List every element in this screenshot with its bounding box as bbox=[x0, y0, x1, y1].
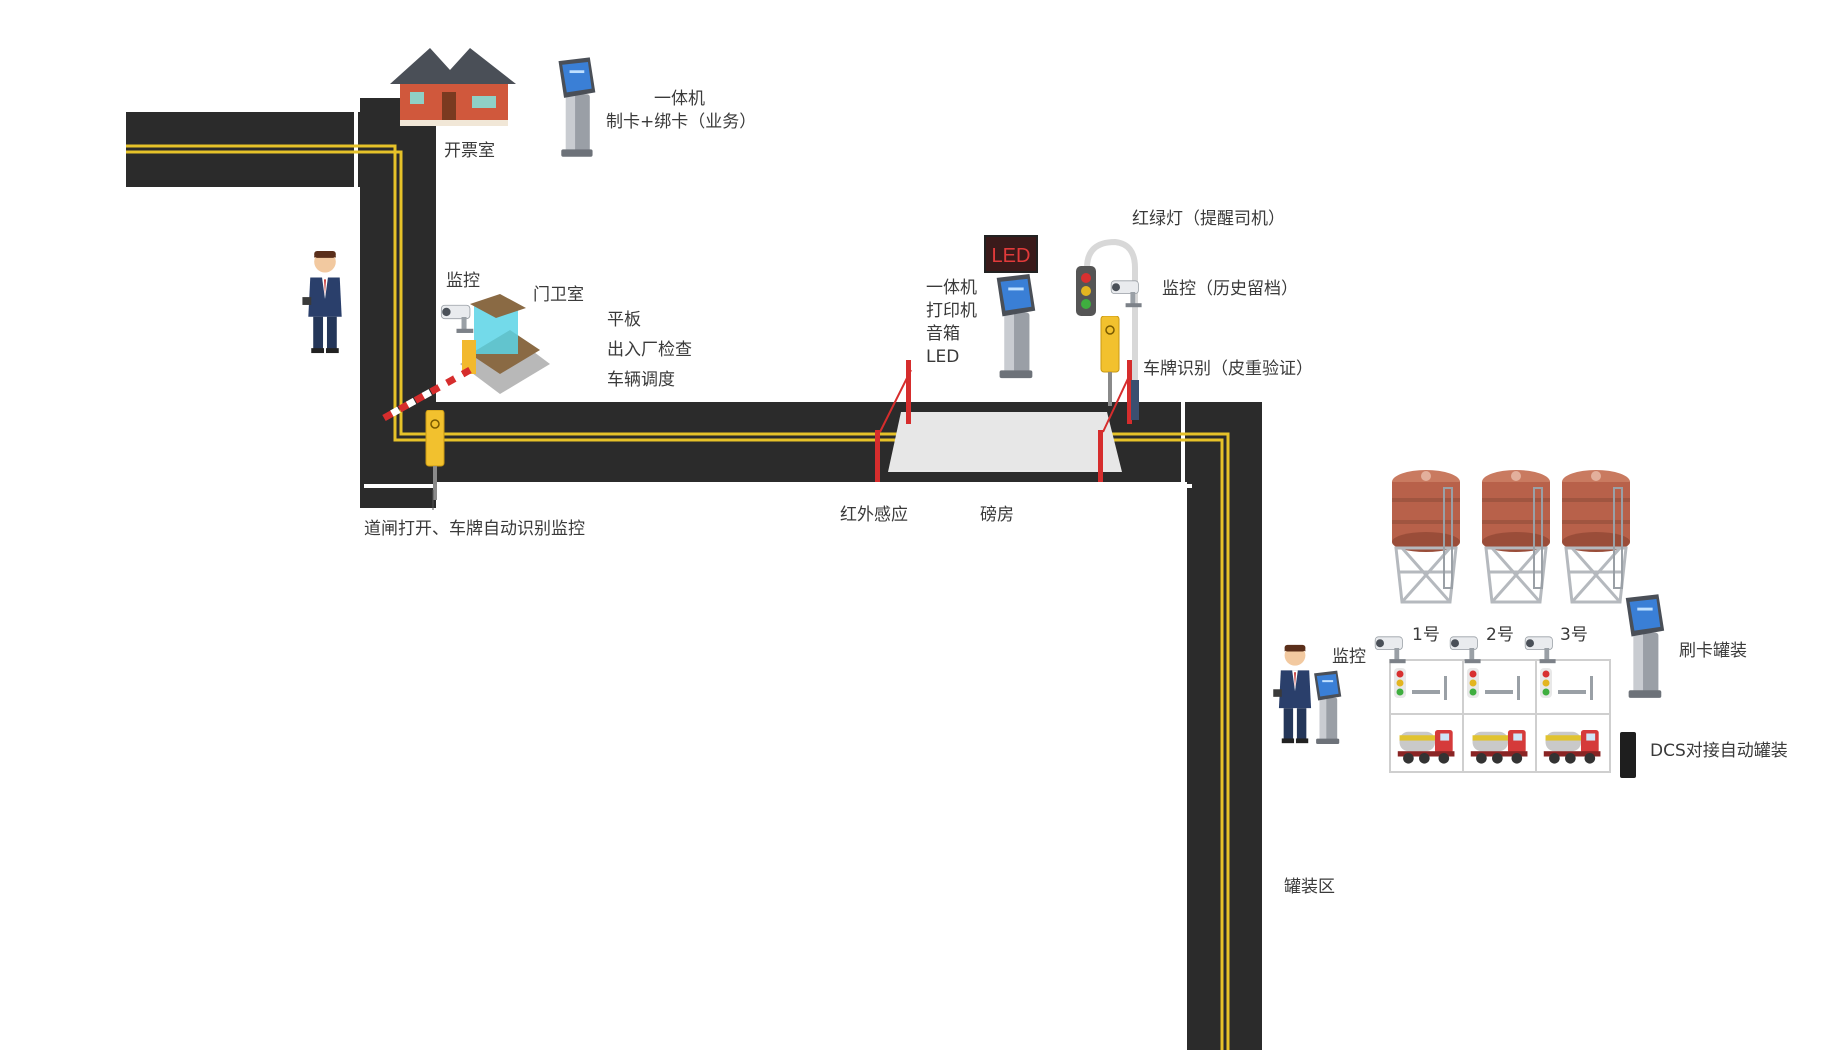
loading-person-icon bbox=[1273, 645, 1311, 743]
bay-1-signal-icon bbox=[1394, 668, 1406, 698]
history-monitor-label: 监控（历史留档） bbox=[1162, 278, 1298, 301]
scale-kiosk-line2: 打印机 bbox=[926, 300, 977, 323]
infrared-label: 红外感应 bbox=[840, 504, 908, 527]
scale-kiosk-label: 一体机 打印机 音箱 LED bbox=[926, 277, 977, 369]
gate-camera-icon bbox=[441, 305, 473, 333]
kiosk-top-line2: 制卡+绑卡（业务） bbox=[606, 111, 756, 134]
bay-1-label: 1号 bbox=[1412, 624, 1440, 647]
kiosk-top-label: 一体机 制卡+绑卡（业务） bbox=[606, 88, 756, 134]
bay-2-truck-icon bbox=[1471, 730, 1528, 764]
led-sign-text: LED bbox=[992, 245, 1031, 267]
ticket-room-label: 开票室 bbox=[444, 140, 495, 163]
scale-kiosk-icon bbox=[997, 274, 1036, 378]
loading-area-label: 罐装区 bbox=[1284, 876, 1335, 899]
bay-2-label: 2号 bbox=[1486, 624, 1514, 647]
bay-1-camera-icon bbox=[1375, 637, 1405, 663]
road-network bbox=[126, 98, 1266, 1050]
plate-recognition-label: 车牌识别（皮重验证） bbox=[1143, 358, 1313, 381]
bay-3-label: 3号 bbox=[1560, 624, 1588, 647]
gate-monitor-label: 监控 bbox=[446, 270, 480, 293]
scale-kiosk-line3: 音箱 bbox=[926, 323, 977, 346]
loading-kiosk-icon bbox=[1314, 671, 1341, 744]
bay-1-truck-icon bbox=[1398, 730, 1455, 764]
barrier-open-label: 道闸打开、车牌自动识别监控 bbox=[364, 518, 585, 541]
in-out-check-label: 出入厂检查 bbox=[607, 335, 692, 365]
silo-1-icon bbox=[1392, 470, 1460, 602]
guard-duties-label: 平板 出入厂检查 车辆调度 bbox=[607, 305, 692, 395]
guard-person-icon bbox=[302, 251, 341, 353]
scale-kiosk-line4: LED bbox=[926, 346, 977, 369]
weigh-platform bbox=[888, 412, 1122, 472]
kiosk-top-line1: 一体机 bbox=[606, 88, 756, 111]
silo-2-icon bbox=[1482, 470, 1550, 602]
weigh-room-label: 磅房 bbox=[980, 504, 1014, 527]
traffic-light-label: 红绿灯（提醒司机） bbox=[1132, 208, 1285, 231]
dcs-cabinet-icon bbox=[1620, 732, 1636, 778]
guard-room-label: 门卫室 bbox=[533, 284, 584, 307]
loading-monitor-label: 监控 bbox=[1332, 646, 1366, 669]
guard-booth-icon bbox=[460, 294, 550, 394]
tablet-label: 平板 bbox=[607, 305, 692, 335]
plate-reader-icon bbox=[1101, 316, 1119, 406]
bay-3-signal-icon bbox=[1540, 668, 1552, 698]
silo-3-icon bbox=[1562, 470, 1630, 602]
kiosk-top-icon bbox=[559, 57, 596, 156]
vehicle-dispatch-label: 车辆调度 bbox=[607, 365, 692, 395]
scale-kiosk-line1: 一体机 bbox=[926, 277, 977, 300]
ticket-room-house-icon bbox=[390, 48, 516, 126]
bay-2-signal-icon bbox=[1467, 668, 1479, 698]
card-loading-label: 刷卡罐装 bbox=[1679, 640, 1747, 663]
dcs-loading-label: DCS对接自动罐装 bbox=[1650, 740, 1788, 763]
bay-3-truck-icon bbox=[1544, 730, 1601, 764]
card-loading-kiosk-icon bbox=[1626, 594, 1664, 698]
